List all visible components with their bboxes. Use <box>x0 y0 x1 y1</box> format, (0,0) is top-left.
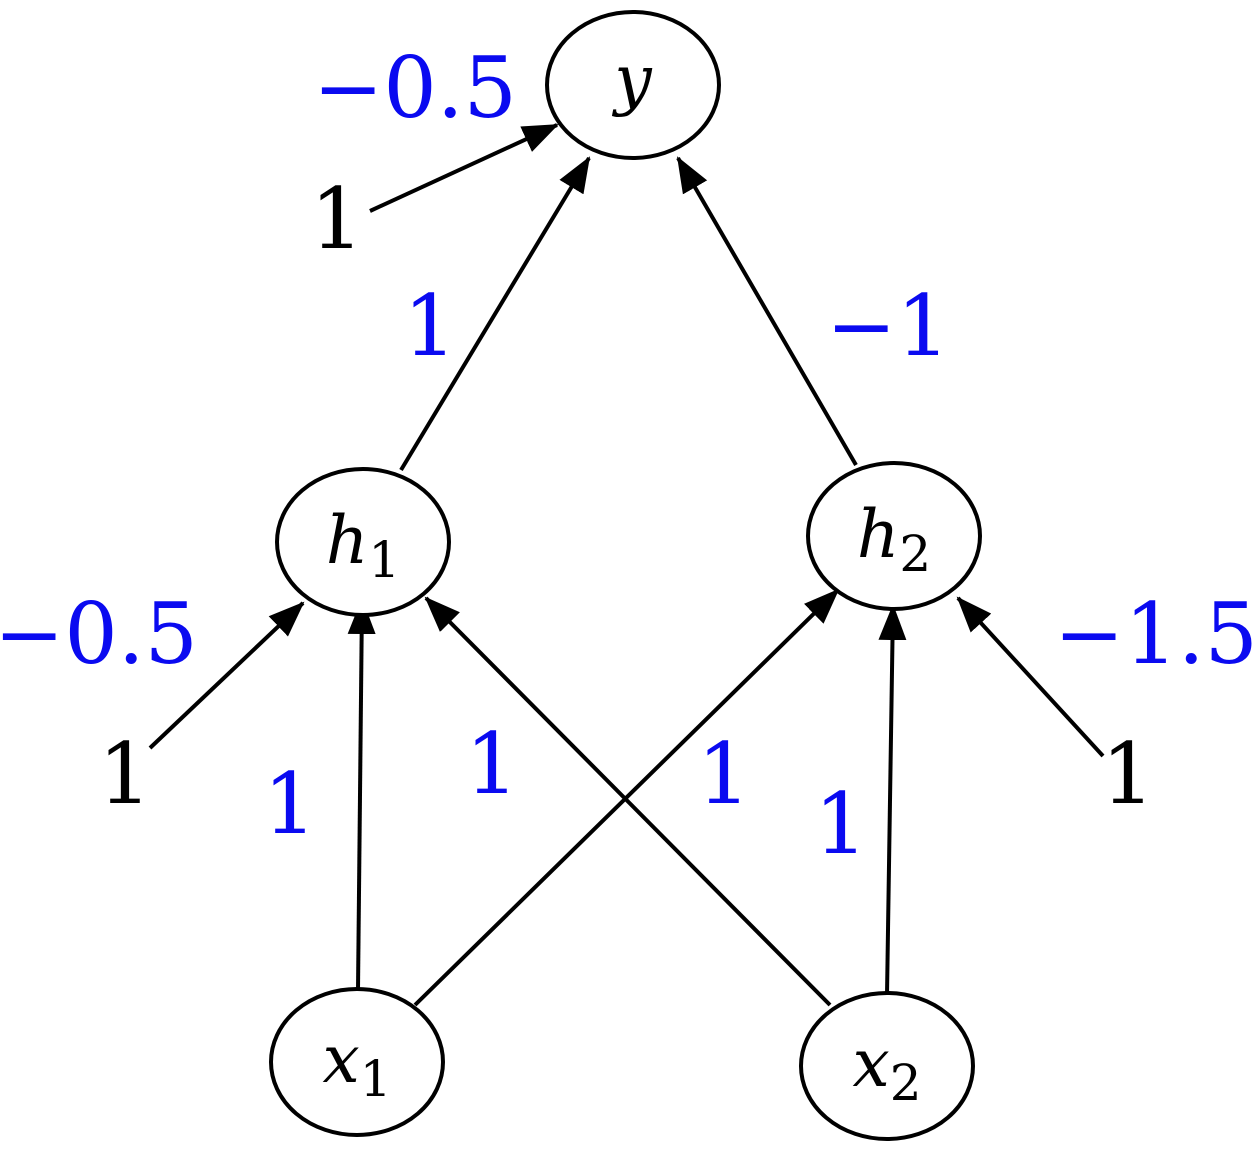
bias-input-h1: 1 <box>98 725 151 823</box>
svg-text:x1: x1 <box>322 1021 391 1108</box>
weight-x2-to-h1: 1 <box>465 715 518 813</box>
weight-bias-h2: −1.5 <box>1054 585 1258 683</box>
weight-bias-h1: −0.5 <box>0 585 198 683</box>
weight-h1-to-y: 1 <box>403 277 456 375</box>
node-h1: h1 <box>275 467 451 617</box>
edge-x1-to-h2 <box>413 588 840 1007</box>
edge-h2-to-y <box>676 156 858 467</box>
node-h2: h2 <box>806 461 982 611</box>
edge-h1-to-y <box>399 156 591 472</box>
edge-x1-to-h1 <box>347 598 376 991</box>
edge-x2-to-h2 <box>878 604 907 996</box>
bias-input-y: 1 <box>310 170 363 268</box>
edge-bias-to-h2 <box>956 596 1105 758</box>
weight-h2-to-y: −1 <box>826 277 950 375</box>
svg-text:y: y <box>611 41 652 118</box>
weight-x1-to-h1: 1 <box>263 755 316 853</box>
weight-bias-y: −0.5 <box>313 39 517 137</box>
weight-x2-to-h2: 1 <box>814 775 867 873</box>
weight-x1-to-h2: 1 <box>697 725 750 823</box>
node-x2: x2 <box>799 991 975 1141</box>
svg-text:h2: h2 <box>857 496 931 583</box>
edge-x2-to-h1 <box>424 596 832 1007</box>
svg-text:x2: x2 <box>852 1025 921 1112</box>
node-x1: x1 <box>269 987 445 1137</box>
edge-bias-to-h1 <box>148 601 305 750</box>
edge-bias-to-y <box>369 123 559 213</box>
bias-input-h2: 1 <box>1101 725 1154 823</box>
svg-text:h1: h1 <box>326 502 400 589</box>
node-y: y <box>545 10 721 160</box>
